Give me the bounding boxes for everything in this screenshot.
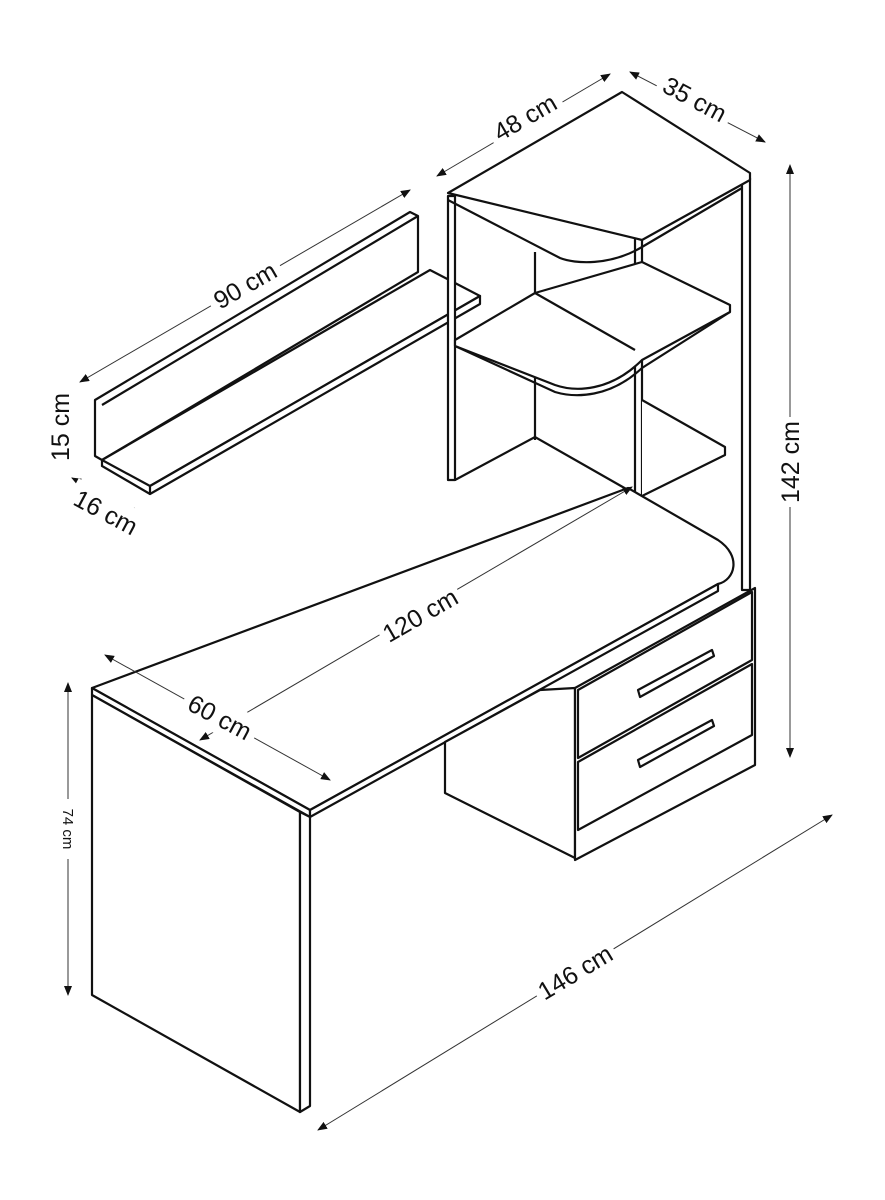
drawer-handle	[636, 718, 716, 769]
drawer-handle	[636, 648, 716, 699]
wall-shelf	[93, 210, 482, 496]
label-desk-height: 74 cm	[59, 809, 76, 850]
label-total-height: 142 cm	[777, 421, 805, 503]
label-shelf-height: 15 cm	[47, 393, 75, 461]
